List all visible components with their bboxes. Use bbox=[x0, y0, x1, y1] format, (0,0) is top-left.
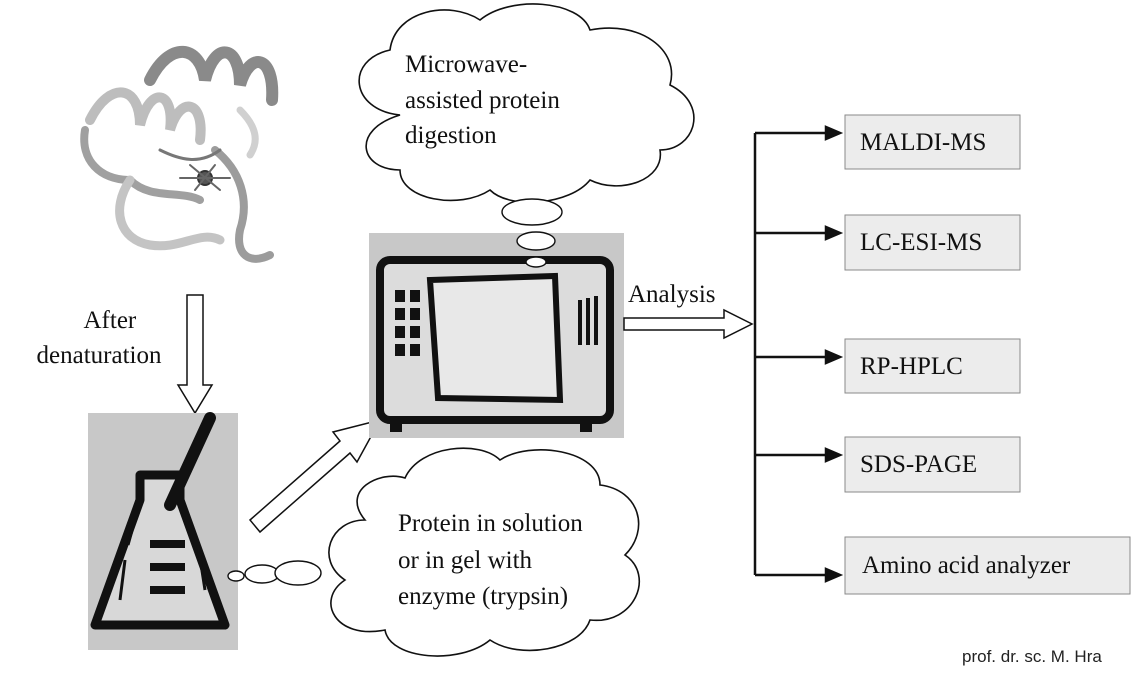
output-box-rp-hplc: RP-HPLC bbox=[844, 338, 1021, 394]
cloud-bottom: Protein in solution or in gel with enzym… bbox=[227, 447, 641, 657]
svg-text:RP-HPLC: RP-HPLC bbox=[860, 353, 963, 380]
svg-text:Microwave- assisted prot: Microwave- assisted protein digestion bbox=[405, 51, 566, 149]
svg-text:MALDI-MS: MALDI-MS bbox=[860, 129, 986, 156]
credit-text: prof. dr. sc. M. Hra bbox=[962, 647, 1102, 666]
output-box-maldi-ms: MALDI-MS bbox=[844, 114, 1021, 170]
svg-text:LC-ESI-MS: LC-ESI-MS bbox=[860, 229, 982, 256]
svg-text:Amino acid analyzer: Amino acid analyzer bbox=[862, 552, 1071, 579]
protein-structure-illustration bbox=[80, 45, 279, 263]
diagonal-arrow-icon bbox=[248, 418, 382, 534]
output-box-lc-esi-ms: LC-ESI-MS bbox=[844, 214, 1021, 271]
svg-text:SDS-PAGE: SDS-PAGE bbox=[860, 451, 977, 478]
analysis-arrow-icon bbox=[623, 308, 754, 340]
branch-connector bbox=[753, 125, 844, 583]
cloud-top: Microwave- assisted protein digestion bbox=[358, 3, 695, 268]
output-box-sds-page: SDS-PAGE bbox=[844, 436, 1021, 493]
output-box-amino-acid-analyzer: Amino acid analyzer bbox=[844, 536, 1131, 595]
denaturation-label: After denaturation bbox=[37, 307, 162, 369]
svg-text:Protein in solution or i: Protein in solution or in gel with enzym… bbox=[398, 510, 589, 610]
flask-illustration bbox=[88, 412, 238, 650]
down-arrow-icon bbox=[176, 294, 214, 415]
analysis-label: Analysis bbox=[628, 281, 716, 308]
microwave-illustration bbox=[369, 233, 624, 438]
